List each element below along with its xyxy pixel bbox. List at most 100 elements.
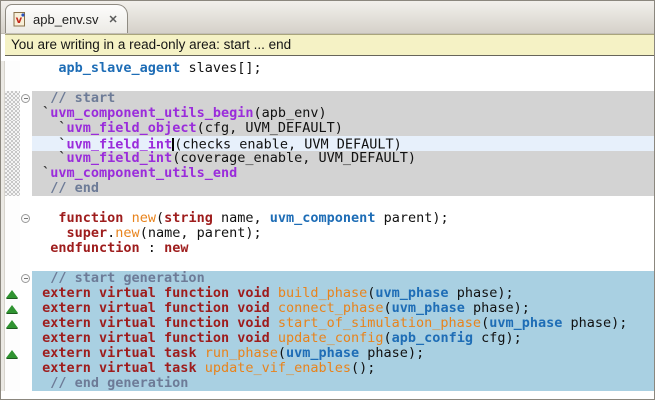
token-plain: (checks_enable, UVM_DEFAULT) <box>174 136 402 153</box>
code-text <box>32 76 654 91</box>
annotation-ruler <box>5 226 20 241</box>
token-plain <box>270 300 278 316</box>
token-macro: uvm_component_utils_begin <box>50 105 254 121</box>
window-edge <box>1 151 5 166</box>
token-plain: (name, parent); <box>139 225 262 241</box>
override-marker-icon[interactable] <box>6 320 18 328</box>
code-line[interactable]: `uvm_field_object(cfg, UVM_DEFAULT) <box>1 121 654 136</box>
code-text: extern virtual task run_phase(uvm_phase … <box>32 346 654 361</box>
fold-margin <box>20 301 32 316</box>
fold-collapse-icon[interactable] <box>21 94 30 103</box>
token-keyword: string <box>164 210 213 226</box>
token-plain: parent); <box>375 210 449 226</box>
token-plain: name, <box>212 210 270 226</box>
window-edge <box>1 376 5 391</box>
token-function: run_phase <box>204 345 278 361</box>
window-edge <box>1 121 5 136</box>
code-line[interactable]: apb_slave_agent slaves[]; <box>1 61 654 76</box>
code-text: extern virtual task update_vif_enables()… <box>32 361 654 376</box>
tab-apb-env-sv[interactable]: v apb_env.sv ✕ <box>5 4 128 33</box>
code-line[interactable]: // start generation <box>1 271 654 286</box>
token-plain <box>34 210 58 226</box>
fold-margin <box>20 121 32 136</box>
token-comment: // start <box>50 90 116 106</box>
fold-margin <box>20 241 32 256</box>
code-text: `uvm_field_int(checks_enable, UVM_DEFAUL… <box>32 136 654 153</box>
fold-margin <box>20 106 32 121</box>
code-line[interactable] <box>1 256 654 271</box>
token-backtick: ` <box>42 105 51 121</box>
token-type: apb_slave_agent <box>58 60 181 76</box>
code-line[interactable]: extern virtual function void connect_pha… <box>1 301 654 316</box>
annotation-ruler <box>5 76 20 91</box>
code-line[interactable]: // end generation <box>1 376 654 391</box>
code-line[interactable] <box>1 196 654 211</box>
code-line[interactable]: function new(string name, uvm_component … <box>1 211 654 226</box>
code-line[interactable]: extern virtual task run_phase(uvm_phase … <box>1 346 654 361</box>
fold-collapse-icon[interactable] <box>21 274 30 283</box>
code-text: extern virtual function void start_of_si… <box>32 316 654 331</box>
token-comment: // start generation <box>50 270 205 286</box>
window-edge <box>1 136 5 151</box>
text-caret <box>172 138 175 151</box>
code-line[interactable]: `uvm_field_int(checks_enable, UVM_DEFAUL… <box>1 136 654 153</box>
token-keyword: extern virtual task <box>42 360 197 376</box>
code-text: // end generation <box>32 376 654 391</box>
token-keyword: super <box>66 225 108 241</box>
token-function: update_vif_enables <box>204 360 352 376</box>
code-line[interactable]: // end <box>1 181 654 196</box>
fold-margin <box>20 76 32 91</box>
token-plain: (coverage_enable, UVM_DEFAULT) <box>172 150 417 166</box>
annotation-ruler <box>5 361 20 376</box>
token-backtick: ` <box>58 120 67 136</box>
code-line[interactable]: `uvm_component_utils_begin(apb_env) <box>1 106 654 121</box>
code-editor[interactable]: apb_slave_agent slaves[]; // start `uvm_… <box>1 56 654 391</box>
annotation-ruler <box>5 256 20 271</box>
code-text: // start <box>32 91 654 106</box>
code-text: `uvm_field_int(coverage_enable, UVM_DEFA… <box>32 151 654 166</box>
fold-margin <box>20 316 32 331</box>
window-edge <box>1 106 5 121</box>
token-type: uvm_phase <box>391 300 465 316</box>
token-plain: : <box>139 240 165 256</box>
window-edge <box>1 181 5 196</box>
editor-tab-bar: v apb_env.sv ✕ <box>1 1 654 34</box>
code-line[interactable]: extern virtual function void update_conf… <box>1 331 654 346</box>
token-plain: phase); <box>464 300 530 316</box>
token-type: uvm_phase <box>286 345 360 361</box>
fold-margin <box>20 181 32 196</box>
token-plain <box>270 315 278 331</box>
code-line[interactable]: `uvm_field_int(coverage_enable, UVM_DEFA… <box>1 151 654 166</box>
override-marker-icon[interactable] <box>6 305 18 313</box>
token-keyword: extern virtual function void <box>42 330 270 346</box>
code-line[interactable]: extern virtual function void start_of_si… <box>1 316 654 331</box>
token-plain: slaves[]; <box>180 60 262 76</box>
token-plain <box>34 330 42 346</box>
token-backtick: ` <box>58 136 67 153</box>
override-marker-icon[interactable] <box>6 350 18 358</box>
window-edge <box>1 316 5 331</box>
annotation-ruler <box>5 91 20 106</box>
window-edge <box>1 301 5 316</box>
token-keyword: endfunction <box>50 240 140 256</box>
token-plain <box>197 360 205 376</box>
annotation-ruler <box>5 331 20 346</box>
code-line[interactable]: extern virtual task update_vif_enables()… <box>1 361 654 376</box>
fold-margin <box>20 61 32 76</box>
code-line[interactable]: extern virtual function void build_phase… <box>1 286 654 301</box>
close-icon[interactable]: ✕ <box>108 13 118 26</box>
code-line[interactable]: // start <box>1 91 654 106</box>
fold-collapse-icon[interactable] <box>21 214 30 223</box>
code-line[interactable]: super.new(name, parent); <box>1 226 654 241</box>
code-line[interactable]: endfunction : new <box>1 241 654 256</box>
token-plain: phase); <box>359 345 425 361</box>
annotation-ruler <box>5 166 20 181</box>
code-line[interactable] <box>1 76 654 91</box>
code-line[interactable]: `uvm_component_utils_end <box>1 166 654 181</box>
token-plain <box>34 345 42 361</box>
annotation-ruler <box>5 211 20 226</box>
token-plain: ( <box>481 315 490 331</box>
annotation-ruler <box>5 61 20 76</box>
token-function: new <box>131 210 156 226</box>
override-marker-icon[interactable] <box>6 290 18 298</box>
